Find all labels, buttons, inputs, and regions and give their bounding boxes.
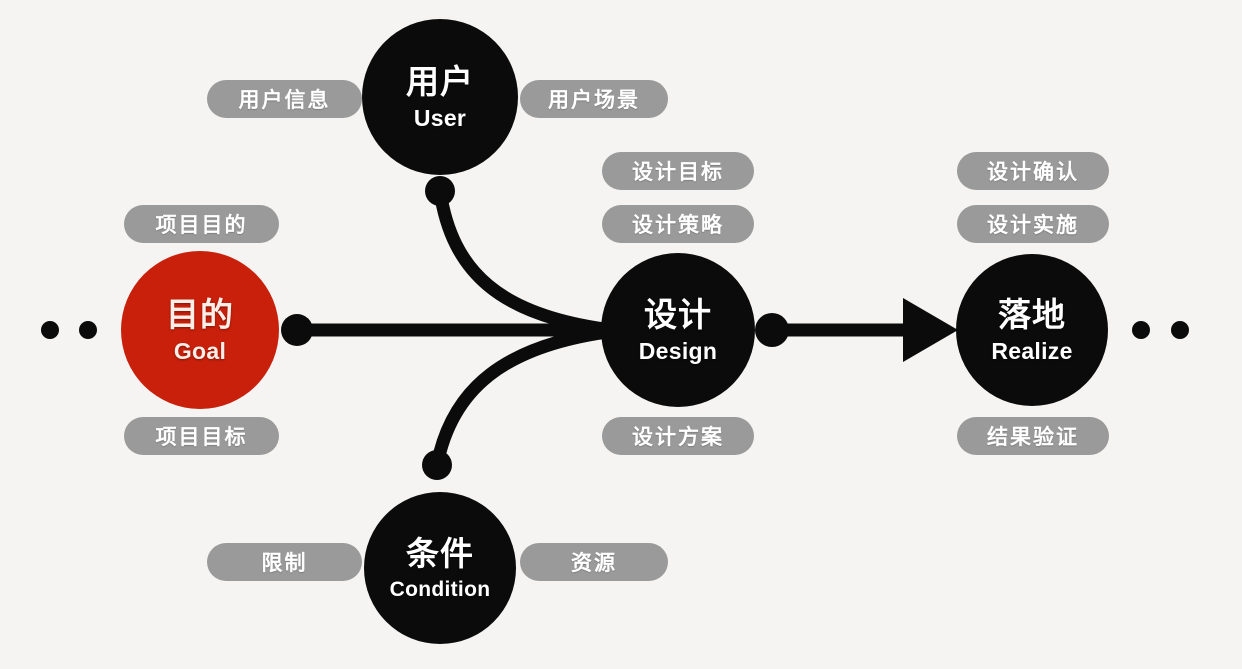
node-user-label-en: User — [413, 104, 467, 131]
dot-condition-out — [422, 450, 452, 480]
node-goal-label-en: Goal — [173, 337, 227, 364]
pill-goal-bottom[interactable]: 项目目标 — [124, 417, 279, 455]
dot-goal-out — [281, 314, 313, 346]
pill-label: 限制 — [261, 552, 308, 575]
pill-design-top-1[interactable]: 设计目标 — [602, 152, 754, 190]
dot-far-right-inner — [1132, 321, 1150, 339]
pill-label: 设计实施 — [987, 214, 1079, 237]
pill-design-top-2[interactable]: 设计策略 — [602, 205, 754, 243]
pill-label: 设计方案 — [632, 426, 724, 449]
pill-realize-top-2[interactable]: 设计实施 — [957, 205, 1109, 243]
dot-design-out — [755, 313, 789, 347]
pill-realize-bottom[interactable]: 结果验证 — [957, 417, 1109, 455]
pill-label: 资源 — [571, 552, 617, 575]
node-realize-label-cn: 落地 — [998, 295, 1066, 333]
dot-far-left-inner — [79, 321, 97, 339]
pill-label: 设计策略 — [632, 214, 724, 237]
edge-condition-to-design — [430, 324, 621, 472]
pill-condition-left[interactable]: 限制 — [207, 543, 362, 581]
pill-label: 设计目标 — [632, 161, 724, 184]
node-realize-label-en: Realize — [991, 337, 1073, 364]
pill-design-bottom[interactable]: 设计方案 — [602, 417, 754, 455]
pill-condition-right[interactable]: 资源 — [520, 543, 668, 581]
edge-user-to-design — [433, 184, 619, 337]
node-goal-label-cn: 目的 — [166, 295, 234, 333]
node-design[interactable]: 设计 Design — [601, 253, 755, 407]
pill-goal-top[interactable]: 项目目的 — [124, 205, 279, 243]
arrowhead-icon — [903, 298, 958, 362]
node-user-label-cn: 用户 — [406, 62, 474, 100]
pill-user-left[interactable]: 用户信息 — [207, 80, 362, 118]
pill-label: 结果验证 — [987, 426, 1079, 449]
node-design-label-en: Design — [638, 337, 718, 364]
dot-user-out — [425, 176, 455, 206]
node-realize[interactable]: 落地 Realize — [956, 254, 1108, 406]
node-condition-label-cn: 条件 — [406, 534, 474, 572]
node-condition-label-en: Condition — [389, 577, 491, 601]
dot-far-right-outer — [1171, 321, 1189, 339]
node-condition[interactable]: 条件 Condition — [364, 492, 516, 644]
pill-label: 用户场景 — [548, 89, 640, 112]
pill-realize-top-1[interactable]: 设计确认 — [957, 152, 1109, 190]
node-goal[interactable]: 目的 Goal — [121, 251, 279, 409]
pill-label: 项目目的 — [155, 214, 248, 237]
node-user[interactable]: 用户 User — [362, 19, 518, 175]
node-design-label-cn: 设计 — [644, 295, 712, 333]
pill-label: 设计确认 — [987, 161, 1079, 184]
pill-user-right[interactable]: 用户场景 — [520, 80, 668, 118]
pill-label: 用户信息 — [238, 89, 331, 112]
pill-label: 项目目标 — [155, 426, 248, 449]
dot-far-left-outer — [41, 321, 59, 339]
